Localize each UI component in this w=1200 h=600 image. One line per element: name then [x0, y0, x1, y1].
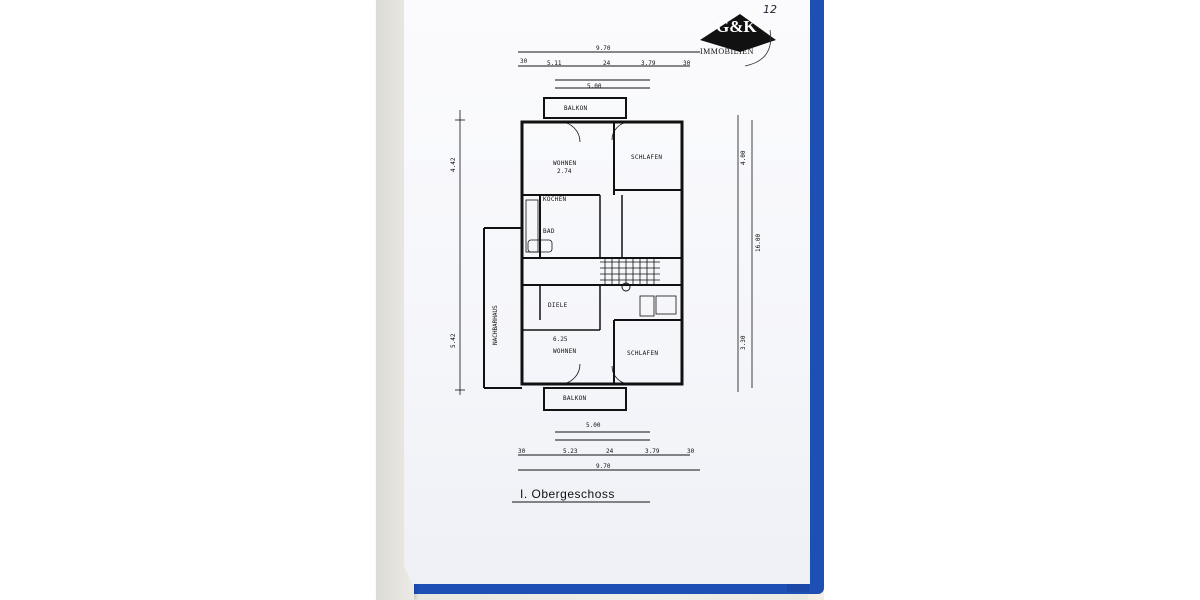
- dim-bottom-b: 24: [606, 448, 614, 455]
- room-label-schlafen-bottom: SCHLAFEN: [627, 350, 659, 357]
- dim-room-w1: 2.74: [557, 168, 572, 175]
- room-label-bad-top: BAD: [543, 228, 555, 235]
- neighbor-house-label: NACHBARHAUS: [492, 305, 499, 345]
- logo-text: G&K: [716, 17, 757, 36]
- dim-bottom-e: 30: [687, 448, 695, 455]
- dim-top-total: 9.70: [596, 45, 611, 52]
- room-label-balkon-top: BALKON: [564, 105, 588, 112]
- dim-balkon-bottom: 5.00: [586, 422, 601, 429]
- dim-bottom-d: 30: [518, 448, 526, 455]
- floor-plan-title: I. Obergeschoss: [520, 487, 615, 501]
- dim-top-a: 5.11: [547, 60, 562, 67]
- dim-top-e: 30: [520, 58, 528, 65]
- staircase: [600, 258, 660, 285]
- dim-right-total: 16.00: [755, 233, 762, 252]
- dim-top-c: 3.79: [641, 60, 656, 67]
- dim-bottom-total: 9.70: [596, 463, 611, 470]
- dim-left-a: 4.42: [450, 157, 457, 172]
- balkon-bottom-outline: [543, 387, 627, 411]
- dim-bottom-a: 5.23: [563, 448, 578, 455]
- dim-bottom-c: 3.79: [645, 448, 660, 455]
- room-label-balkon-bottom: BALKON: [563, 395, 587, 402]
- room-label-wohnen-bottom: WOHNEN: [553, 348, 577, 355]
- dim-top-d: 30: [683, 60, 691, 67]
- balkon-top-outline: [543, 97, 627, 119]
- dim-right-b: 3.30: [740, 335, 747, 350]
- room-label-wohnen-top: WOHNEN: [553, 160, 577, 167]
- handwritten-page-number: 12: [763, 3, 777, 16]
- logo-subtitle: IMMOBILIEN: [700, 47, 754, 56]
- dim-balkon-top: 5.00: [587, 83, 602, 90]
- room-label-kochen-top: KOCHEN: [543, 196, 567, 203]
- building-outline: [520, 120, 684, 386]
- handwritten-mark: [744, 29, 772, 67]
- dim-right-a: 4.00: [740, 150, 747, 165]
- logo-mark: [700, 14, 776, 52]
- dim-top-b: 24: [603, 60, 611, 67]
- room-label-schlafen-top: SCHLAFEN: [631, 154, 663, 161]
- dim-room-w2: 6.25: [553, 336, 568, 343]
- room-label-diele-bottom: DIELE: [548, 302, 568, 309]
- dim-left-b: 5.42: [450, 333, 457, 348]
